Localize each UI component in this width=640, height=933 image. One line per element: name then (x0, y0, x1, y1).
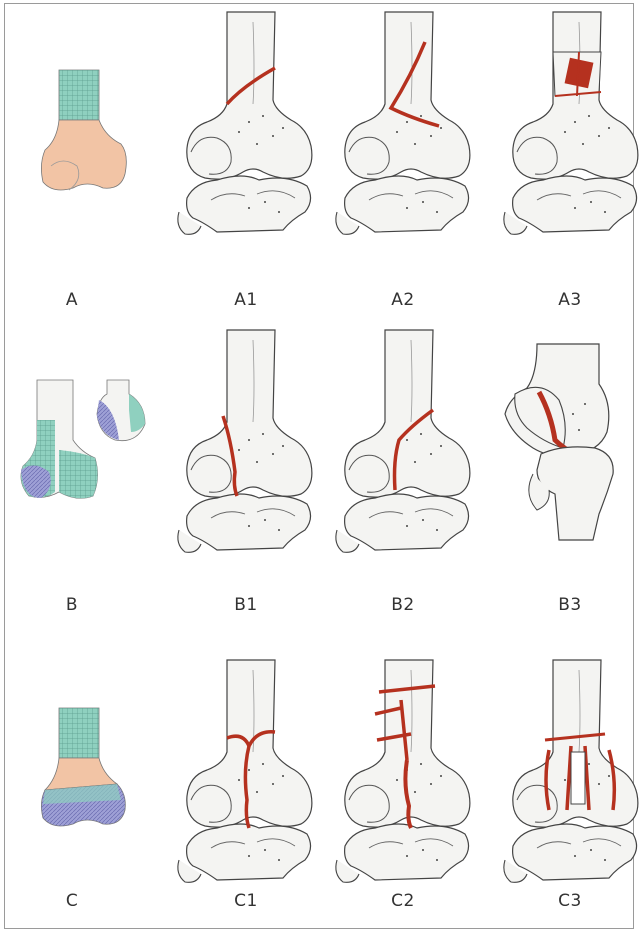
zone-diagram-a (37, 70, 127, 200)
figure-frame: A A1 A2 A3 B B1 B2 B3 C C1 C2 C3 (4, 3, 634, 929)
label-a2: A2 (363, 290, 443, 310)
label-c1: C1 (206, 891, 286, 911)
fracture-drawing-b1 (177, 330, 317, 560)
label-a: A (32, 290, 112, 310)
fracture-drawing-c3 (503, 660, 640, 890)
label-b3: B3 (530, 595, 610, 615)
label-c3: C3 (530, 891, 610, 911)
label-a1: A1 (206, 290, 286, 310)
label-c: C (32, 891, 112, 911)
label-c2: C2 (363, 891, 443, 911)
fracture-drawing-c1 (177, 660, 317, 890)
zone-diagram-b (15, 380, 155, 510)
fracture-drawing-a3 (503, 12, 640, 242)
fracture-drawing-a2 (335, 12, 475, 242)
fracture-drawing-a1 (177, 12, 317, 242)
fracture-drawing-c2 (335, 660, 475, 890)
zone-diagram-c (37, 708, 127, 834)
fracture-drawing-b2 (335, 330, 475, 560)
fracture-drawing-b3 (503, 344, 633, 544)
label-b2: B2 (363, 595, 443, 615)
label-b1: B1 (206, 595, 286, 615)
label-a3: A3 (530, 290, 610, 310)
label-b: B (32, 595, 112, 615)
